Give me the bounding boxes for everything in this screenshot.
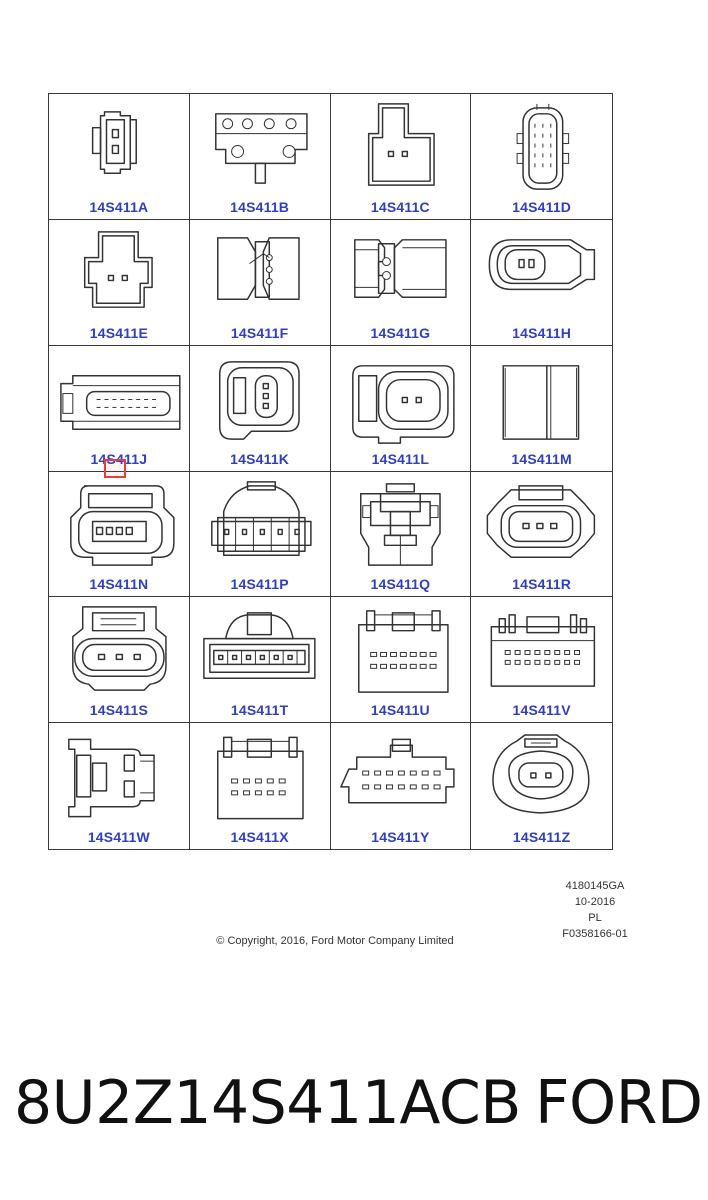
connector-drawing-u (357, 610, 449, 694)
connector-drawing-w (68, 738, 155, 818)
connector-label: 14S411T (230, 702, 289, 719)
connector-label: 14S411P (230, 576, 289, 593)
connector-drawing-f (216, 236, 300, 300)
code-line: PL (588, 912, 602, 924)
connector-drawing-v (490, 614, 596, 688)
brand-name: FORD (535, 1068, 703, 1138)
code-line: 10-2016 (574, 896, 616, 908)
connector-cell-a[interactable]: 14S411A (49, 94, 190, 220)
connector-label: 14S411Q (370, 576, 431, 593)
connector-drawing-e (83, 230, 153, 308)
connector-label: 14S411L (371, 450, 430, 467)
connector-drawing-j (60, 374, 181, 430)
connector-cell-p[interactable]: 14S411P (189, 471, 331, 598)
connector-cell-r[interactable]: 14S411R (471, 472, 612, 598)
connector-drawing-m (502, 364, 580, 440)
connector-label: 14S411A (89, 198, 149, 215)
connector-label: 14S411N (89, 576, 149, 593)
connector-drawing-r (486, 484, 596, 558)
connector-drawing-d (516, 103, 570, 190)
connector-drawing-p (210, 480, 312, 556)
connector-label: 14S411W (87, 829, 150, 845)
connector-label: 14S411F (230, 324, 289, 341)
connector-label: 14S411Y (371, 829, 430, 845)
connector-label: 14S411R (512, 576, 572, 593)
connector-label: 14S411M (511, 450, 572, 467)
connector-cell-y[interactable]: 14S411Y (331, 723, 472, 849)
connector-drawing-h (488, 238, 596, 290)
part-number: 8U2Z14S411ACB (14, 1068, 521, 1138)
connector-drawing-k (218, 360, 300, 440)
connector-drawing-t (202, 612, 316, 680)
connector-cell-s[interactable]: 14S411S (49, 597, 190, 724)
connector-cell-v[interactable]: 14S411V (471, 597, 612, 724)
connector-cell-l[interactable]: 14S411L (330, 345, 472, 472)
document-codes: 4180145GA 10-2016 PL F0358166-01 (540, 878, 650, 942)
connector-cell-j[interactable]: 14S411J (49, 345, 190, 472)
connector-cell-m[interactable]: 14S411M (471, 346, 612, 472)
code-line: F0358166-01 (562, 928, 628, 940)
connector-cell-e[interactable]: 14S411E (49, 219, 190, 346)
connector-label: 14S411K (230, 450, 290, 467)
connector-drawing-q (359, 482, 441, 566)
code-line: 4180145GA (565, 880, 625, 892)
connector-label: 14S411D (512, 198, 572, 215)
connector-drawing-b (214, 113, 308, 184)
connector-cell-f[interactable]: 14S411F (189, 219, 331, 346)
connector-label: 14S411Z (512, 829, 571, 845)
connector-label: 14S411X (230, 829, 289, 845)
connector-cell-d[interactable]: 14S411D (471, 94, 612, 220)
connector-cell-b[interactable]: 14S411B (189, 94, 331, 220)
highlight-marker (104, 459, 126, 478)
connector-drawing-l (351, 364, 455, 444)
connector-cell-x[interactable]: 14S411X (190, 723, 331, 849)
connector-drawing-s (72, 606, 167, 692)
connector-cell-g[interactable]: 14S411G (330, 219, 472, 346)
connector-label: 14S411U (370, 702, 430, 719)
connector-label: 14S411B (230, 198, 290, 215)
connector-drawing-z (492, 734, 590, 814)
connector-label: 14S411C (370, 198, 430, 215)
connector-label: 14S411H (512, 324, 572, 341)
connector-drawing-y (339, 738, 455, 804)
connector-cell-h[interactable]: 14S411H (471, 220, 612, 346)
connector-drawing-x (216, 736, 304, 820)
connector-cell-q[interactable]: 14S411Q (330, 471, 472, 598)
connector-cell-w[interactable]: 14S411W (49, 723, 190, 849)
connector-cell-z[interactable]: 14S411Z (471, 723, 612, 849)
connector-cell-c[interactable]: 14S411C (330, 94, 472, 220)
connector-cell-k[interactable]: 14S411K (189, 345, 331, 472)
connector-drawing-g (353, 238, 447, 298)
connector-label: 14S411G (370, 324, 431, 341)
connector-cell-u[interactable]: 14S411U (330, 597, 472, 724)
connector-drawing-c (367, 103, 435, 186)
connector-label: 14S411E (89, 324, 148, 341)
connector-cell-n[interactable]: 14S411N (49, 471, 190, 598)
connector-label: 14S411S (89, 702, 148, 719)
connector-cell-t[interactable]: 14S411T (189, 597, 331, 724)
connector-drawing-n (70, 484, 175, 566)
connector-drawing-a (91, 111, 137, 174)
connector-label: 14S411V (512, 702, 571, 719)
connector-grid: 14S411A 14S411B 14S411C (48, 93, 613, 850)
copyright-notice: © Copyright, 2016, Ford Motor Company Li… (216, 935, 454, 947)
